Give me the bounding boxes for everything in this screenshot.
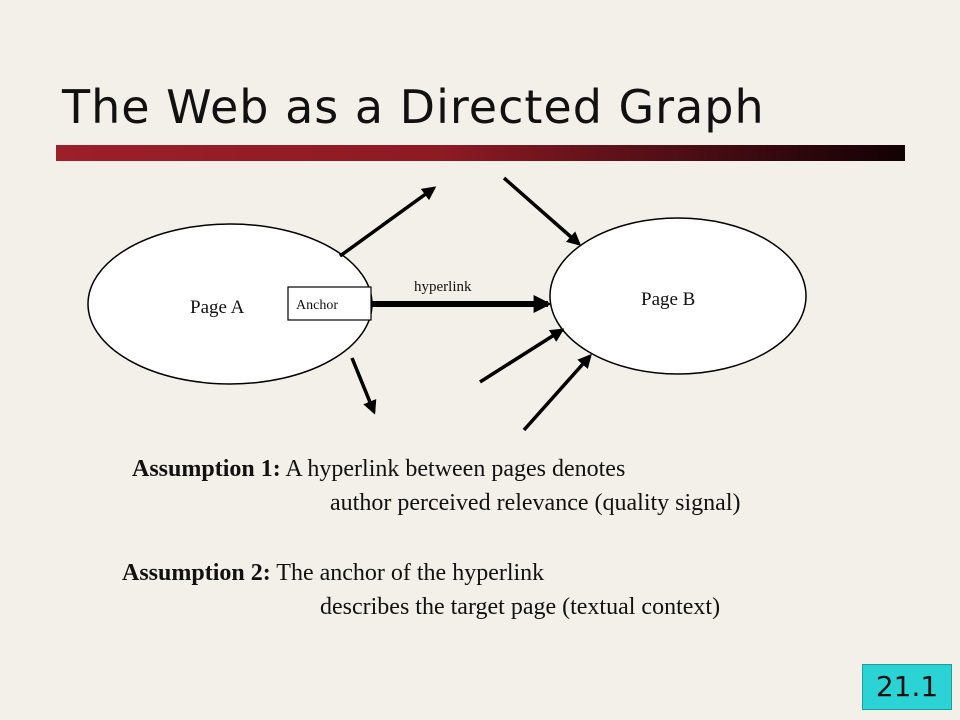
anchor-label: Anchor [296,298,338,313]
incoming-edge-arrow-left [479,328,565,384]
hyperlink-label: hyperlink [414,279,472,295]
assumption-2-line1: The anchor of the hyperlink [276,560,545,586]
incoming-edge-arrow-bottom [522,353,592,432]
incoming-edge-arrow-top [502,176,582,246]
assumption-2-line2: describes the target page (textual conte… [320,594,721,620]
assumption-2-heading: Assumption 2: [122,560,271,586]
outgoing-edge-arrow-up [338,186,437,258]
assumption-1-line1: A hyperlink between pages denotes [285,456,626,482]
assumption-1-heading: Assumption 1: [132,456,281,482]
slide-title: The Web as a Directed Graph [62,80,765,134]
assumption-1-line2: author perceived relevance (quality sign… [330,490,741,516]
title-divider-bar [56,145,905,161]
assumption-2: Assumption 2: The anchor of the hyperlin… [122,556,720,624]
outgoing-edge-arrow-down [350,357,377,415]
anchor-box [287,286,372,321]
page-a-label: Page A [190,297,245,318]
assumption-1: Assumption 1: A hyperlink between pages … [132,452,740,520]
page-b-label: Page B [641,289,695,310]
slide-number-badge: 21.1 [862,664,952,710]
